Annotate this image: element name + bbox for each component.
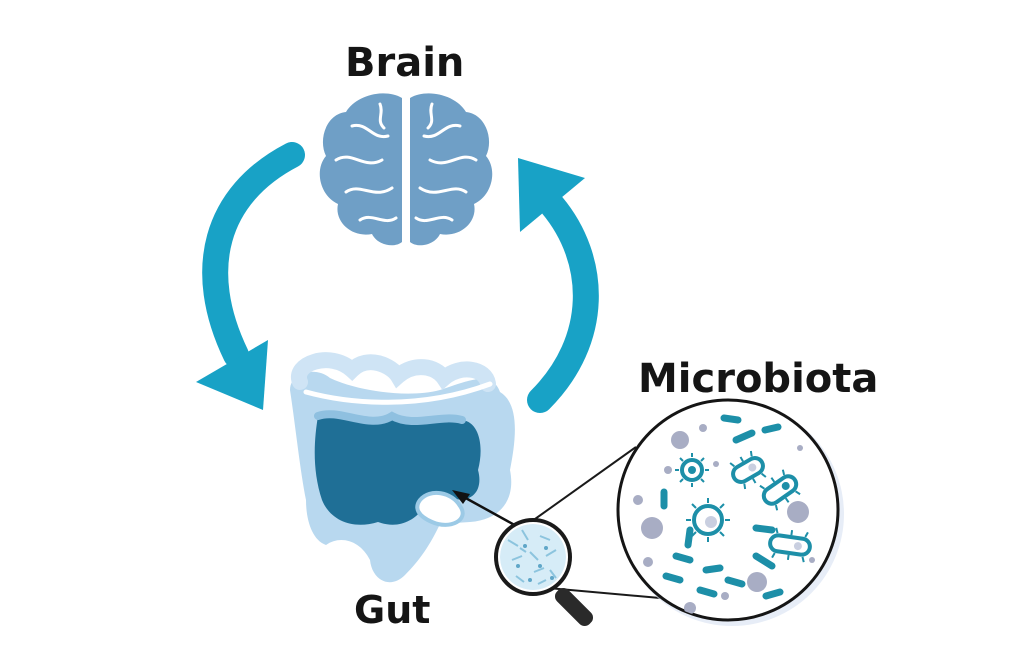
lens-pointer-arrow (452, 490, 521, 530)
flagellated-bacilli (729, 450, 812, 563)
gut-top-band (303, 381, 493, 405)
colon-inner (314, 414, 481, 525)
spiky-cocci (675, 453, 730, 542)
intestine-icon (290, 352, 515, 583)
brain-icon (319, 93, 493, 246)
grey-cocci (633, 424, 815, 614)
colon-rim (314, 410, 466, 426)
microbiota-zoom-circle (616, 398, 844, 626)
gut-label: Gut (354, 588, 431, 632)
ileum-loops (291, 352, 496, 392)
small-intestine-highlight (415, 490, 465, 527)
brain-label: Brain (345, 40, 465, 86)
brain-right-hemisphere (410, 93, 493, 246)
brain-left-hemisphere (319, 93, 402, 246)
brain-to-gut-arrow (196, 142, 305, 410)
magnifying-glass-icon (494, 518, 594, 627)
microbiota-label: Microbiota (638, 356, 879, 402)
gut-to-brain-arrow (518, 158, 599, 413)
brain-folds (334, 102, 478, 223)
